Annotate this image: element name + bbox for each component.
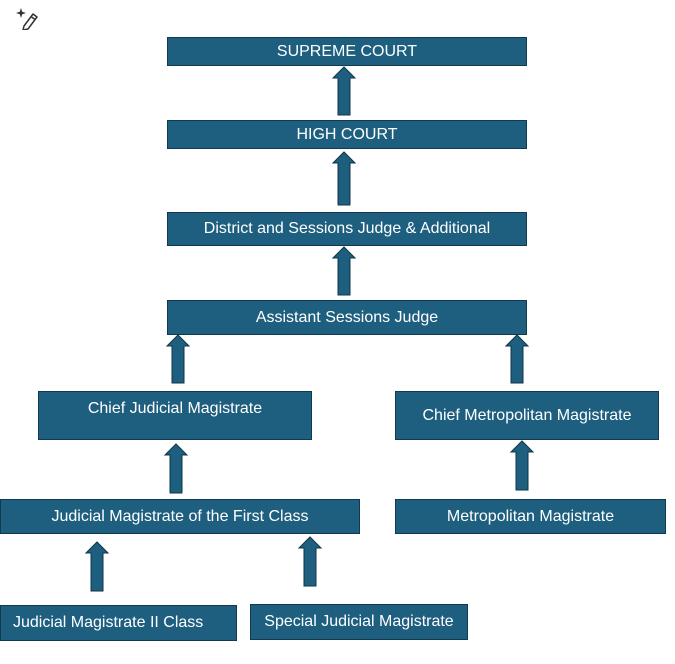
node-high-court: HIGH COURT — [167, 120, 527, 149]
node-chief-metropolitan-magistrate: Chief Metropolitan Magistrate — [395, 391, 659, 440]
arrow-mm-to-cmm — [509, 440, 535, 491]
node-label: Special Judicial Magistrate — [264, 613, 454, 630]
node-metropolitan-magistrate: Metropolitan Magistrate — [395, 499, 666, 534]
node-label: HIGH COURT — [296, 125, 398, 143]
node-label: SUPREME COURT — [276, 42, 418, 60]
arrow-sjm-to-jmfc — [297, 536, 323, 587]
node-supreme-court: SUPREME COURT — [167, 37, 527, 66]
arrow-jm2-to-jmfc — [84, 541, 110, 592]
node-label: District and Sessions Judge & Additional — [203, 220, 491, 237]
node-judicial-magistrate-second-class: Judicial Magistrate II Class — [0, 605, 237, 641]
node-district-sessions-judge: District and Sessions Judge & Additional — [167, 212, 527, 246]
node-judicial-magistrate-first-class: Judicial Magistrate of the First Class — [0, 499, 360, 534]
arrow-cmm-to-assistant — [504, 334, 530, 384]
arrow-district-to-high — [331, 151, 357, 206]
node-label: Chief Judicial Magistrate — [87, 400, 263, 417]
node-label: Chief Metropolitan Magistrate — [422, 406, 632, 424]
node-label: Assistant Sessions Judge — [255, 308, 439, 326]
node-label: Judicial Magistrate of the First Class — [51, 507, 309, 525]
arrow-high-to-supreme — [331, 66, 357, 116]
ai-edit-sparkle-icon[interactable] — [14, 6, 40, 30]
arrow-assistant-to-district — [331, 246, 357, 296]
arrow-jmfc-to-cjm — [163, 443, 189, 494]
node-label: Judicial Magistrate II Class — [13, 614, 204, 631]
node-assistant-sessions-judge: Assistant Sessions Judge — [167, 300, 527, 335]
node-chief-judicial-magistrate: Chief Judicial Magistrate — [38, 391, 312, 440]
node-label: Metropolitan Magistrate — [446, 507, 615, 525]
arrow-cjm-to-assistant — [165, 334, 191, 384]
node-special-judicial-magistrate: Special Judicial Magistrate — [250, 604, 468, 640]
